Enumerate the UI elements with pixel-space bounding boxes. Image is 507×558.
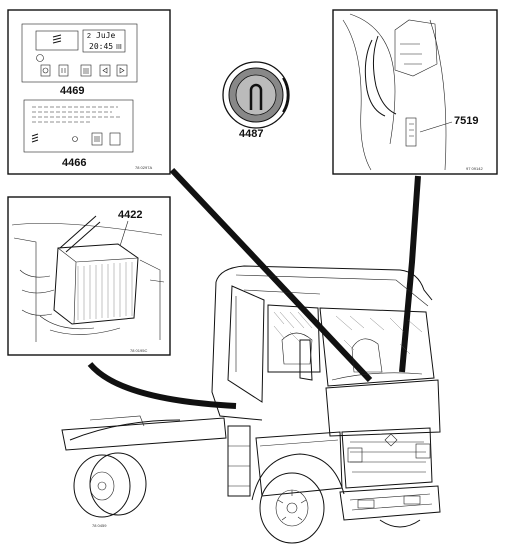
cab-door (227, 285, 265, 403)
fuel-tank (255, 431, 343, 497)
ventilation-icon (61, 68, 66, 73)
control-panel-4466 (23, 99, 134, 153)
fan-icon (42, 67, 49, 74)
display-line1-right: JuJe (96, 31, 115, 40)
battery-cells (77, 262, 133, 320)
ref-code-bottom: 78 0459 (92, 523, 107, 528)
button-5 (116, 64, 128, 77)
leader-4469-to-cab (169, 167, 373, 383)
ref-code-middle-left: 78 0195C (130, 348, 147, 353)
seat (281, 332, 313, 365)
bumper (339, 485, 441, 521)
fifth-wheel (69, 419, 181, 441)
display-line1-left: 2 (87, 33, 91, 40)
front-right-wheel (379, 519, 421, 528)
button-4 (99, 64, 111, 77)
panel-middle-left: 4422 78 0195C (7, 196, 171, 356)
battery-box (53, 243, 139, 325)
connector-7519 (405, 117, 417, 147)
side-window (267, 304, 321, 373)
leader-7519-to-cab (399, 175, 421, 373)
indicator-led (72, 136, 78, 142)
label-4466: 4466 (62, 157, 86, 169)
leader-lines (87, 167, 421, 409)
ignition-key-icon (249, 83, 263, 110)
key-switch-4487: 4487 (222, 61, 290, 140)
ventilation-button (91, 132, 103, 146)
display-line2: 20:45 (89, 42, 113, 51)
side-mirror (299, 339, 313, 381)
timer-up-icon (119, 67, 125, 74)
relay-box (394, 19, 438, 77)
indicator-led (36, 54, 44, 62)
rear-wheel-outer (73, 454, 131, 518)
ref-code-top-right: 97 09142 (466, 166, 483, 171)
panel-top-right: 7519 97 09142 (332, 9, 498, 175)
cab-front (325, 379, 441, 437)
wheel-arch (251, 453, 345, 501)
mode-button (109, 132, 121, 146)
frame-rail (11, 223, 163, 236)
windshield (319, 307, 435, 387)
steering-area (351, 338, 383, 373)
headlight-right (415, 443, 431, 459)
control-buttons (40, 64, 128, 77)
lcd-display (82, 29, 126, 53)
cab-steps (227, 425, 251, 497)
grille (341, 427, 433, 489)
timer-down-icon (102, 67, 108, 74)
ref-code-top-left: 78 0297A (135, 165, 152, 170)
display-line2-suffix: III (116, 44, 122, 51)
button-1 (40, 64, 51, 77)
label-4422: 4422 (118, 209, 142, 221)
label-4469: 4469 (60, 85, 84, 97)
wiper (331, 372, 423, 381)
control-unit-4469 (21, 23, 138, 83)
brand-logo (384, 433, 398, 447)
heater-icon (31, 133, 39, 143)
cab-side (211, 281, 263, 421)
headlight-left (347, 447, 363, 463)
leader-4422-to-chassis (87, 361, 237, 409)
panel-top-left: 2 JuJe 20:45 III 4469 4466 78 0297A (7, 9, 171, 175)
front-wheel (259, 472, 325, 544)
truck-drawing: 78 0459 (61, 265, 441, 544)
heater-icon (52, 34, 62, 44)
label-7519: 7519 (454, 115, 478, 127)
button-3 (80, 64, 92, 77)
button-2 (58, 64, 69, 77)
cab-pillar (429, 19, 447, 171)
label-4487: 4487 (239, 128, 263, 140)
cab-roof (215, 265, 433, 301)
chassis-rail (61, 417, 227, 451)
heat-level-icon (83, 68, 89, 74)
heater-button (35, 30, 79, 51)
cable-harness (342, 19, 372, 171)
battery-cable (59, 215, 101, 253)
